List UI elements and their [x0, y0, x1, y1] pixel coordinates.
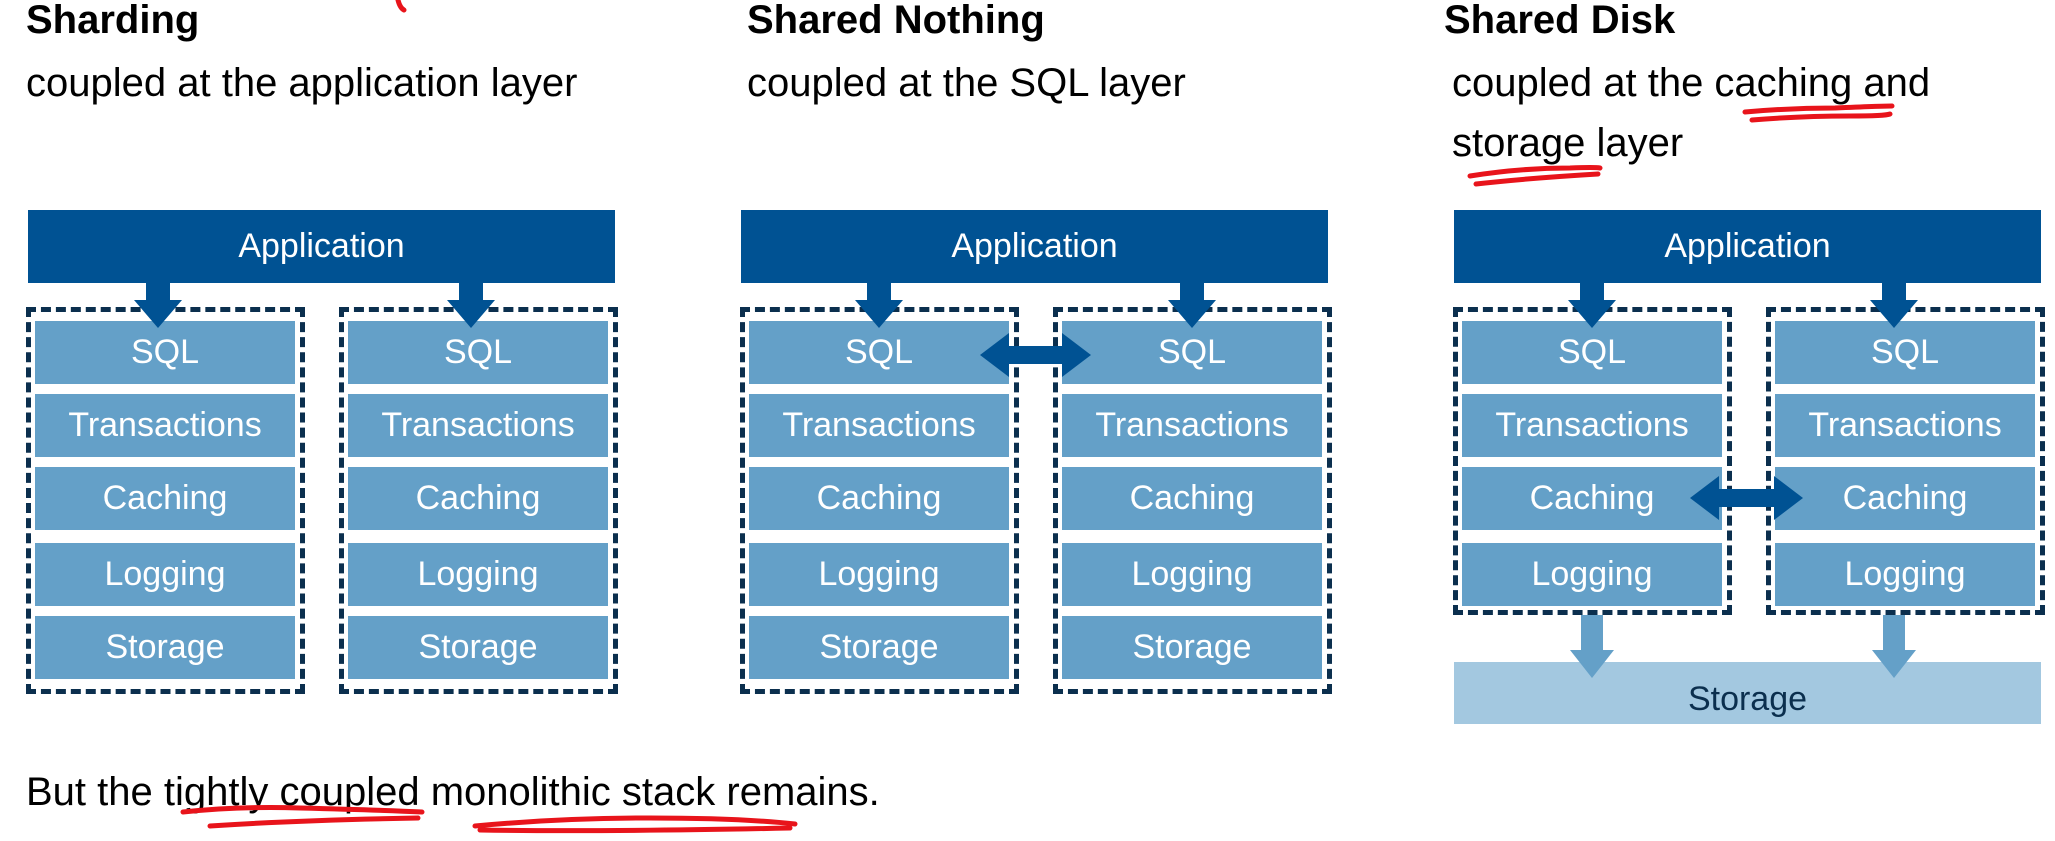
panel-subtitle-sharding: coupled at the application layer	[26, 61, 578, 105]
panel-subtitle-shared-nothing: coupled at the SQL layer	[747, 61, 1186, 105]
double-arrow-icon	[980, 333, 1091, 377]
layer-sql: SQL	[35, 321, 295, 384]
down-arrow-icon	[1568, 283, 1616, 328]
layer-logging: Logging	[1462, 543, 1722, 606]
panel-title-shared-disk: Shared Disk	[1444, 0, 1676, 42]
layer-caching: Caching	[749, 467, 1009, 530]
layer-transactions: Transactions	[348, 394, 608, 457]
layer-sql: SQL	[348, 321, 608, 384]
layer-storage: Storage	[348, 616, 608, 679]
panel-subtitle-shared-disk-line1: coupled at the caching and	[1452, 61, 1931, 105]
down-arrow-icon	[1872, 615, 1916, 678]
layer-caching: Caching	[1775, 467, 2035, 530]
layer-sql: SQL	[1062, 321, 1322, 384]
handwriting-mark	[395, 0, 407, 13]
layer-logging: Logging	[35, 543, 295, 606]
down-arrow-icon	[1870, 283, 1918, 328]
layer-transactions: Transactions	[35, 394, 295, 457]
layer-logging: Logging	[1775, 543, 2035, 606]
layer-storage: Storage	[35, 616, 295, 679]
down-arrow-icon	[1168, 283, 1216, 328]
layer-transactions: Transactions	[749, 394, 1009, 457]
down-arrow-icon	[855, 283, 903, 328]
underline-tightly-coupled	[180, 805, 425, 829]
layer-caching: Caching	[348, 467, 608, 530]
underline-caching	[1742, 103, 1895, 123]
application-bar-shared-disk: Application	[1454, 210, 2041, 283]
layer-logging: Logging	[749, 543, 1009, 606]
down-arrow-icon	[447, 283, 495, 328]
layer-transactions: Transactions	[1462, 394, 1722, 457]
layer-caching: Caching	[1462, 467, 1722, 530]
layer-storage: Storage	[1062, 616, 1322, 679]
layer-caching: Caching	[1062, 467, 1322, 530]
underline-storage	[1467, 165, 1603, 187]
application-bar-shared-nothing: Application	[741, 210, 1328, 283]
layer-sql: SQL	[1775, 321, 2035, 384]
panel-subtitle-shared-disk-line2: storage layer	[1452, 121, 1684, 165]
down-arrow-icon	[134, 283, 182, 328]
layer-sql: SQL	[749, 321, 1009, 384]
panel-title-shared-nothing: Shared Nothing	[747, 0, 1045, 42]
underline-monolithic-stack	[472, 815, 798, 834]
layer-storage: Storage	[749, 616, 1009, 679]
panel-title-sharding: Sharding	[26, 0, 200, 42]
layer-logging: Logging	[348, 543, 608, 606]
down-arrow-icon	[1570, 615, 1614, 678]
layer-logging: Logging	[1062, 543, 1322, 606]
double-arrow-icon	[1690, 476, 1803, 520]
layer-caching: Caching	[35, 467, 295, 530]
layer-transactions: Transactions	[1775, 394, 2035, 457]
layer-transactions: Transactions	[1062, 394, 1322, 457]
bottom-statement: But the tightly coupled monolithic stack…	[26, 770, 880, 814]
shared-storage-bar: Storage	[1454, 662, 2041, 724]
layer-sql: SQL	[1462, 321, 1722, 384]
application-bar-sharding: Application	[28, 210, 615, 283]
